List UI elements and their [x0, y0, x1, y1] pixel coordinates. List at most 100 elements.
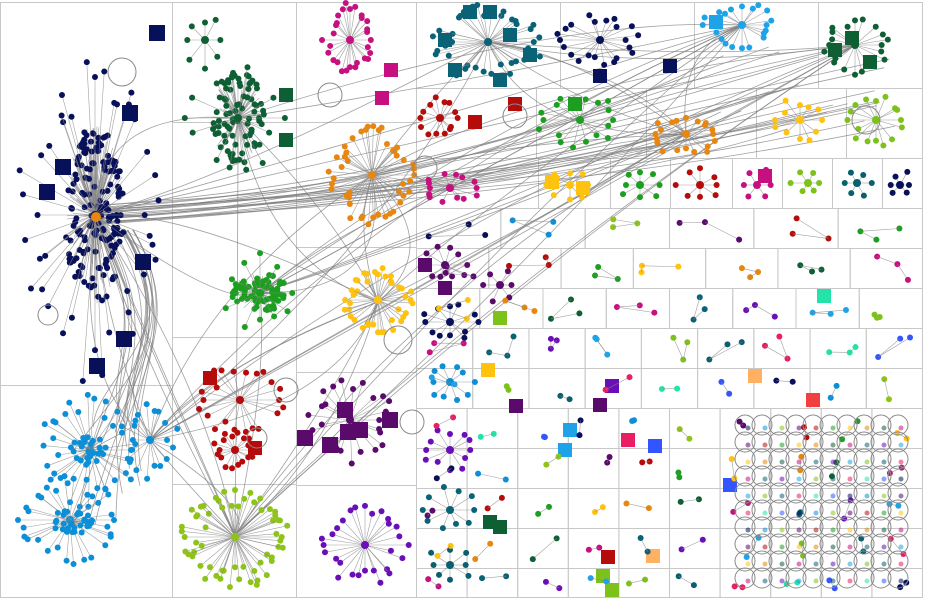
node	[538, 109, 545, 116]
hub-node	[446, 318, 454, 326]
node	[830, 493, 836, 499]
square-node	[545, 175, 559, 189]
edge	[234, 508, 271, 538]
node	[809, 268, 816, 275]
edge	[673, 337, 684, 360]
node	[847, 510, 853, 516]
square-node	[135, 254, 151, 270]
self-loop	[870, 516, 892, 538]
node	[350, 291, 357, 298]
group-box	[697, 328, 755, 369]
group-box	[777, 248, 851, 289]
node	[889, 136, 896, 143]
edge	[371, 174, 379, 215]
node	[745, 493, 751, 499]
node	[482, 231, 489, 238]
node	[270, 517, 277, 524]
node	[473, 185, 480, 191]
node	[603, 578, 610, 585]
edge	[578, 39, 601, 62]
node	[348, 287, 355, 294]
node	[799, 188, 806, 195]
node	[386, 398, 393, 405]
node	[58, 112, 65, 119]
self-loop	[870, 550, 892, 572]
square-node	[203, 371, 217, 385]
node	[439, 198, 446, 205]
node	[815, 106, 822, 113]
node	[762, 544, 768, 550]
node	[266, 272, 273, 279]
group-box	[296, 485, 417, 598]
node	[787, 180, 794, 186]
node	[23, 504, 30, 511]
node	[133, 467, 140, 474]
square-node	[621, 433, 635, 447]
node	[425, 131, 432, 138]
node	[54, 544, 61, 551]
node	[881, 578, 887, 584]
edge	[741, 20, 772, 26]
group-box	[871, 488, 924, 529]
edge	[137, 414, 151, 441]
node	[249, 292, 256, 299]
node	[265, 279, 272, 286]
node	[73, 215, 80, 222]
node	[115, 185, 122, 192]
node	[256, 141, 263, 148]
self-loop	[317, 82, 343, 108]
self-loop	[853, 448, 875, 470]
square-node	[503, 28, 517, 42]
node	[223, 111, 230, 118]
self-loop	[37, 304, 59, 326]
edge	[337, 15, 351, 41]
node	[346, 200, 353, 207]
node	[284, 522, 291, 529]
node	[878, 42, 885, 48]
edge	[237, 117, 263, 164]
node	[619, 191, 626, 198]
node	[468, 493, 475, 500]
edge	[364, 544, 403, 559]
edge	[843, 44, 856, 70]
node	[797, 136, 803, 143]
edge	[589, 15, 601, 41]
node	[238, 285, 245, 292]
node	[92, 248, 99, 255]
edge	[244, 292, 261, 328]
node	[772, 117, 779, 123]
edge	[350, 299, 379, 304]
node	[131, 422, 138, 429]
edge	[377, 299, 382, 333]
hub-node	[231, 446, 239, 454]
node	[400, 156, 407, 163]
self-loop	[768, 414, 790, 436]
node	[424, 517, 431, 524]
node	[321, 549, 328, 556]
edge	[349, 395, 384, 421]
node	[370, 123, 377, 130]
node	[762, 476, 768, 482]
square-node	[709, 15, 723, 29]
self-loop	[768, 448, 790, 470]
edge	[234, 506, 239, 538]
square-node	[384, 63, 398, 77]
node	[441, 130, 448, 137]
edge	[563, 39, 601, 48]
node	[472, 64, 479, 71]
edge	[371, 174, 411, 182]
self-loop	[785, 431, 807, 453]
node	[907, 334, 914, 341]
node	[377, 579, 384, 586]
edge	[40, 154, 96, 216]
edge	[94, 136, 104, 216]
node	[466, 437, 473, 444]
node	[635, 32, 642, 39]
node	[334, 525, 341, 532]
group-box	[567, 488, 620, 529]
edge	[234, 399, 241, 430]
edge	[237, 117, 247, 170]
node	[95, 293, 102, 300]
node	[253, 370, 260, 377]
node	[852, 135, 859, 142]
